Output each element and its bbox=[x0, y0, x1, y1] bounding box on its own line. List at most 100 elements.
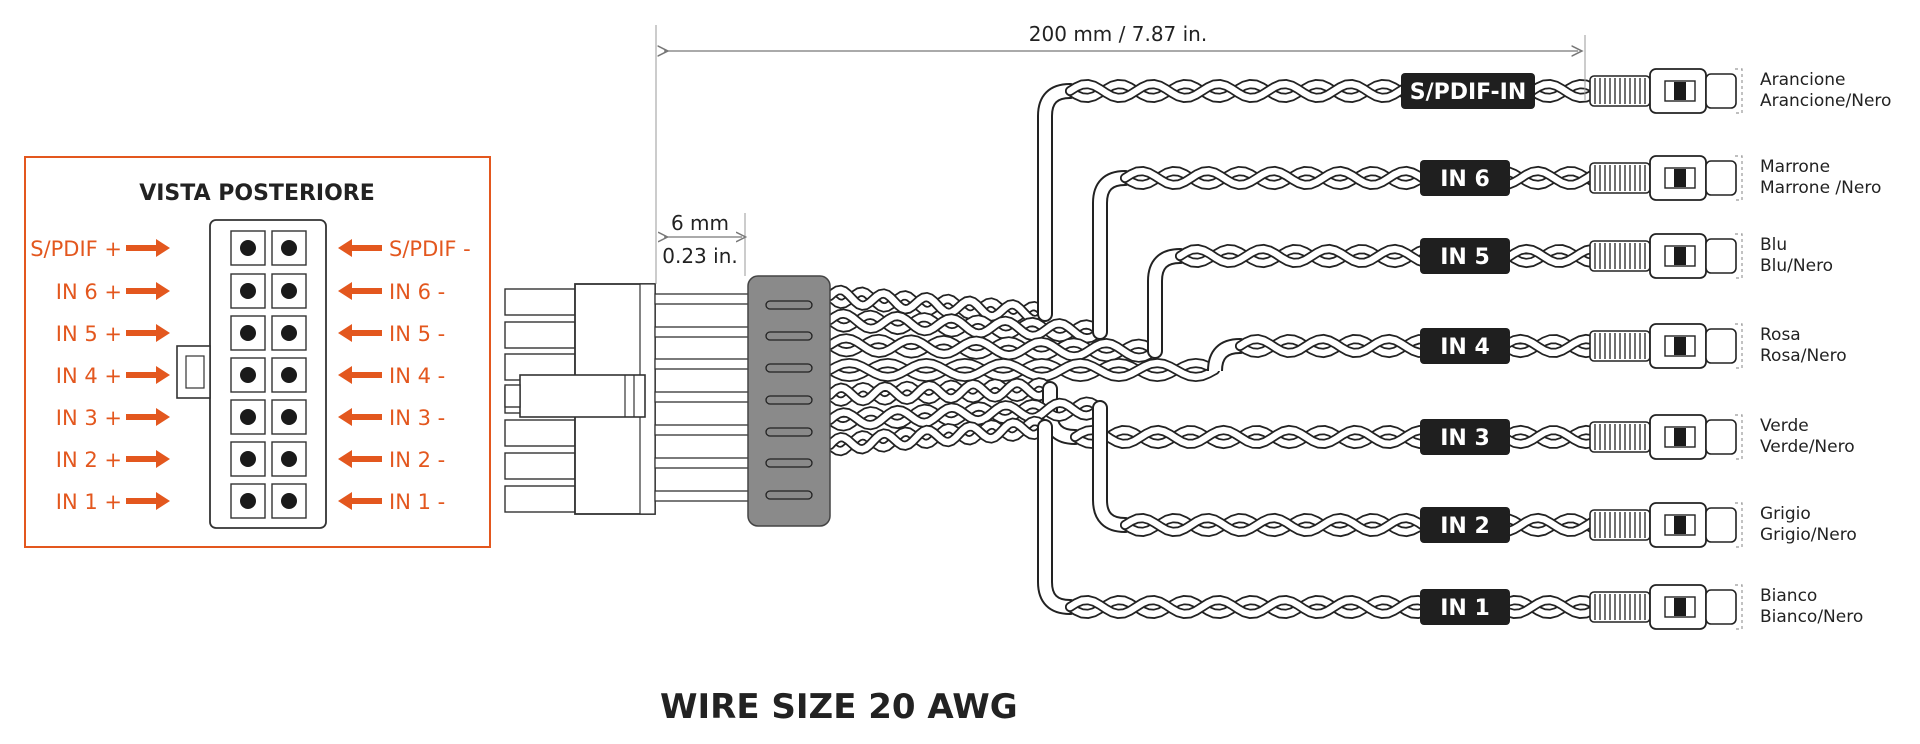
right-pin-labels: S/PDIF -IN 6 -IN 5 -IN 4 -IN 3 -IN 2 -IN… bbox=[338, 237, 471, 514]
sleeve-slot bbox=[765, 395, 813, 405]
rca-plug-icon bbox=[1589, 414, 1743, 460]
pin-contact bbox=[281, 493, 297, 509]
sleeve-slot bbox=[765, 427, 813, 437]
short-wire bbox=[654, 326, 751, 338]
rca-plug-icon bbox=[1589, 68, 1743, 114]
pin-contact bbox=[281, 240, 297, 256]
twisted-pair bbox=[825, 333, 1597, 383]
rca-plug-icon bbox=[1589, 584, 1743, 630]
dimension-annotations: 200 mm / 7.87 in. 6 mm 0.23 in. bbox=[655, 22, 1586, 284]
channel-tag bbox=[1401, 73, 1535, 109]
twisted-pair bbox=[825, 165, 1597, 344]
channel-tag bbox=[1420, 589, 1510, 625]
pin-contact bbox=[240, 240, 256, 256]
arrow-right-icon bbox=[126, 408, 170, 426]
arrow-right-icon bbox=[126, 366, 170, 384]
short-wire bbox=[654, 293, 751, 305]
arrow-left-icon bbox=[338, 408, 382, 426]
wire-color-primary: Arancione bbox=[1760, 70, 1846, 90]
wire-color-secondary: Grigio/Nero bbox=[1760, 525, 1857, 545]
channel-tag-label: IN 1 bbox=[1440, 596, 1490, 621]
rca-plug-icon bbox=[1589, 323, 1743, 369]
wire-size-label: WIRE SIZE 20 AWG bbox=[660, 687, 1018, 727]
channel-tag bbox=[1420, 328, 1510, 364]
rca-plug-icon bbox=[1589, 155, 1743, 201]
plug-tab bbox=[504, 419, 576, 447]
pin-label-left: S/PDIF + bbox=[30, 237, 122, 261]
connector-body bbox=[209, 219, 327, 529]
rear-view-panel: VISTA POSTERIORE S/PDIF + IN 6 + IN 5 + IN … bbox=[24, 156, 491, 548]
wire-color-primary: Rosa bbox=[1760, 325, 1801, 345]
pin-contact bbox=[240, 493, 256, 509]
pin-contact bbox=[240, 367, 256, 383]
wire-color-secondary: Arancione/Nero bbox=[1760, 91, 1891, 111]
arrow-left-icon bbox=[338, 450, 382, 468]
channel-tag bbox=[1420, 160, 1510, 196]
plug-tab bbox=[504, 288, 576, 316]
twisted-pair bbox=[825, 396, 1597, 538]
plug-connector bbox=[504, 283, 751, 515]
pin-contact bbox=[240, 283, 256, 299]
wire-color-primary: Grigio bbox=[1760, 504, 1811, 524]
channel-tag-label: IN 5 bbox=[1440, 245, 1490, 270]
sleeve-slot bbox=[765, 458, 813, 468]
arrow-left-icon bbox=[338, 366, 382, 384]
sleeve-slot bbox=[765, 490, 813, 500]
width-dimension-in: 0.23 in. bbox=[662, 244, 737, 268]
pin-label-right: S/PDIF - bbox=[389, 237, 471, 261]
sleeve-slot bbox=[765, 363, 813, 373]
channel-tag-label: IN 3 bbox=[1440, 426, 1490, 451]
short-wires bbox=[654, 293, 751, 502]
arrow-left-icon bbox=[338, 492, 382, 510]
wire-color-secondary: Marrone /Nero bbox=[1760, 178, 1881, 198]
channel-tag-label: IN 6 bbox=[1440, 167, 1490, 192]
wire-color-primary: Marrone bbox=[1760, 157, 1830, 177]
pin-label-left: IN 5 + bbox=[56, 322, 122, 346]
wire-color-primary: Verde bbox=[1760, 416, 1809, 436]
width-dimension-mm: 6 mm bbox=[671, 211, 729, 235]
short-wire bbox=[654, 358, 751, 370]
channel-tag bbox=[1420, 507, 1510, 543]
channel-tag-label: IN 2 bbox=[1440, 514, 1490, 539]
pin-label-left: IN 2 + bbox=[56, 448, 122, 472]
channel-tag bbox=[1420, 419, 1510, 455]
rca-plug-icon bbox=[1589, 502, 1743, 548]
short-wire bbox=[654, 424, 751, 436]
pin-grid bbox=[230, 230, 307, 519]
plug-tab bbox=[504, 452, 576, 480]
twisted-pair bbox=[825, 79, 1597, 326]
connector-latch-inner bbox=[185, 355, 205, 389]
arrow-right-icon bbox=[126, 492, 170, 510]
pin-label-left: IN 3 + bbox=[56, 406, 122, 430]
wire-color-primary: Bianco bbox=[1760, 586, 1817, 606]
channel-tag-label: IN 4 bbox=[1440, 335, 1490, 360]
pin-label-left: IN 1 + bbox=[56, 490, 122, 514]
panel-title: VISTA POSTERIORE bbox=[139, 181, 375, 206]
pin-label-left: IN 4 + bbox=[56, 364, 122, 388]
arrow-left-icon bbox=[338, 239, 382, 257]
sleeve-slot bbox=[765, 300, 813, 310]
pin-label-left: IN 6 + bbox=[56, 280, 122, 304]
pin-contact bbox=[240, 325, 256, 341]
wire-color-secondary: Rosa/Nero bbox=[1760, 346, 1847, 366]
arrow-right-icon bbox=[126, 324, 170, 342]
plug-lock bbox=[519, 374, 646, 418]
pin-contact bbox=[240, 451, 256, 467]
pin-label-right: IN 4 - bbox=[389, 364, 445, 388]
short-wire bbox=[654, 457, 751, 469]
pin-cell bbox=[230, 315, 266, 351]
short-wire bbox=[654, 391, 751, 403]
arrow-right-icon bbox=[126, 282, 170, 300]
left-pin-labels: S/PDIF + IN 6 + IN 5 + IN 4 + IN 3 + IN 2 + IN… bbox=[30, 237, 170, 514]
pin-cell bbox=[230, 273, 266, 309]
pin-contact bbox=[281, 325, 297, 341]
pin-label-right: IN 3 - bbox=[389, 406, 445, 430]
arrow-right-icon bbox=[126, 239, 170, 257]
wire-color-primary: Blu bbox=[1760, 235, 1787, 255]
pin-label-right: IN 5 - bbox=[389, 322, 445, 346]
